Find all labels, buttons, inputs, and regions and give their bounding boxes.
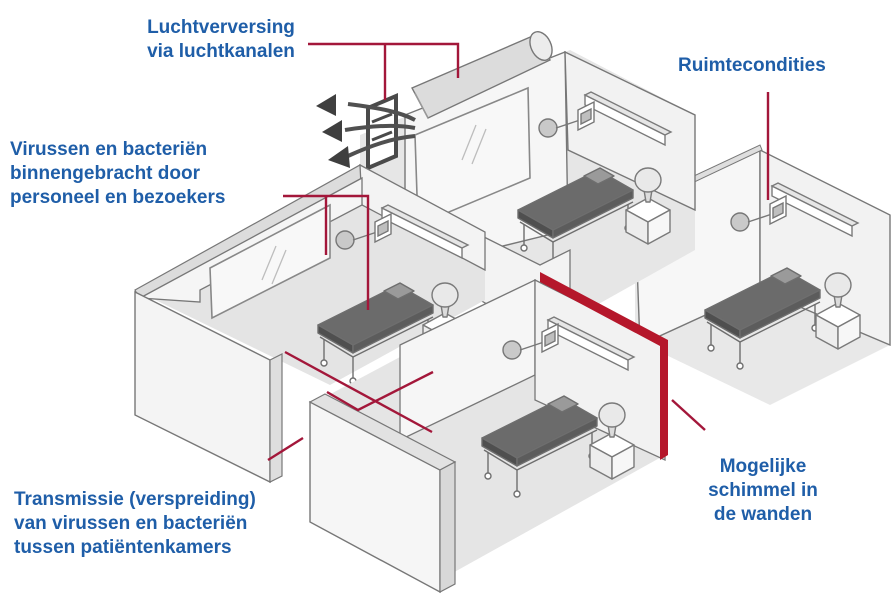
mold-wall-highlight bbox=[540, 272, 668, 460]
room-front-right bbox=[308, 278, 666, 594]
label-ventilation: Luchtverversing via luchtkanalen bbox=[147, 17, 295, 62]
vent-arrows-icon bbox=[316, 92, 416, 172]
label-transmission: Transmissie (verspreiding) van virussen … bbox=[14, 489, 256, 558]
room-front-left bbox=[134, 163, 486, 484]
air-duct bbox=[411, 31, 553, 119]
label-mold: Mogelijke schimmel in de wanden bbox=[708, 456, 818, 525]
callout-lines bbox=[267, 42, 770, 462]
label-room-conditions: Ruimtecondities bbox=[678, 55, 826, 76]
label-viruses-brought-in: Virussen en bacteriën binnengebracht doo… bbox=[10, 139, 226, 208]
